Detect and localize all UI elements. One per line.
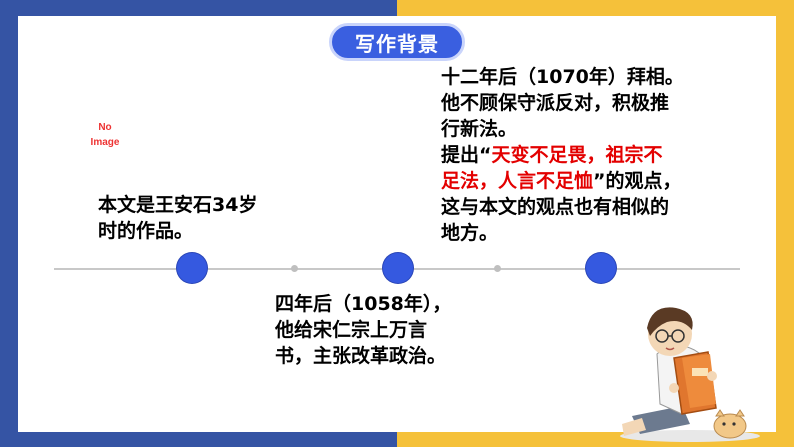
- event-3-line3: 行新法。: [441, 118, 518, 140]
- event-1-line2: 时的作品。: [98, 220, 194, 242]
- image-placeholder-line2: Image: [90, 137, 120, 148]
- timeline-node-1: [177, 253, 207, 283]
- event-3-text: 十二年后（1070年）拜相。 他不顾保守派反对，积极推 行新法。 提出“天变不足…: [441, 64, 684, 246]
- image-placeholder: No Image: [86, 120, 124, 150]
- event-3-line7: 地方。: [441, 222, 499, 244]
- event-2-text: 四年后（1058年）， 他给宋仁宗上万言 书，主张改革政治。: [275, 291, 451, 369]
- timeline-dot-1: [291, 265, 298, 272]
- event-3-line1: 十二年后（1070年）拜相。: [441, 66, 684, 88]
- event-3-line4-prefix: 提出“: [441, 144, 492, 166]
- event-3-line5-suffix: ”的观点，: [593, 170, 682, 192]
- section-title-text: 写作背景: [355, 31, 439, 56]
- timeline-node-2: [383, 253, 413, 283]
- event-3-quote-part1: 天变不足畏，祖宗不: [491, 144, 663, 166]
- event-3-line5: 足法，人言不足恤”的观点，: [441, 168, 684, 194]
- section-title: 写作背景: [329, 23, 465, 61]
- image-placeholder-line1: No: [98, 122, 112, 133]
- event-1-line1: 本文是王安石34岁: [98, 194, 258, 216]
- event-3-line2: 他不顾保守派反对，积极推: [441, 92, 670, 114]
- reading-boy-illustration: [620, 307, 760, 442]
- slide-canvas: [18, 16, 776, 432]
- event-2-line2: 他给宋仁宗上万言: [275, 319, 428, 341]
- timeline-dot-2: [494, 265, 501, 272]
- event-2-line1: 四年后（1058年），: [275, 293, 452, 315]
- event-3-line6: 这与本文的观点也有相似的: [441, 196, 670, 218]
- event-3-line4: 提出“天变不足畏，祖宗不: [441, 142, 684, 168]
- timeline-node-3: [586, 253, 616, 283]
- event-3-quote-part2: 足法，人言不足恤: [441, 170, 594, 192]
- event-2-line3: 书，主张改革政治。: [275, 345, 447, 367]
- event-1-text: 本文是王安石34岁 时的作品。: [98, 192, 257, 244]
